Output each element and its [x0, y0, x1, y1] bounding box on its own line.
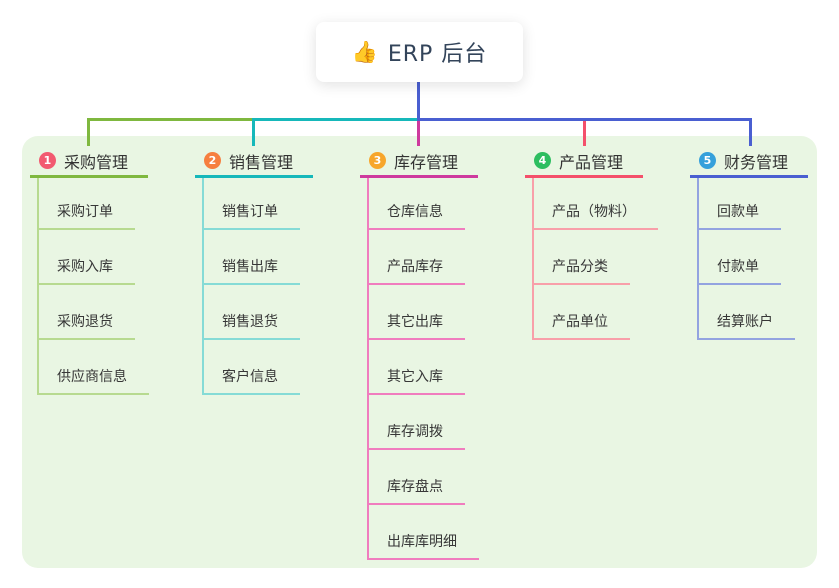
branch-label: 库存管理: [394, 152, 459, 172]
branch-number-badge: 5: [699, 152, 716, 169]
child-node[interactable]: 出库库明细: [367, 530, 479, 560]
branch4-trunk-line: [532, 177, 534, 338]
branch-number-badge: 4: [534, 152, 551, 169]
child-node[interactable]: 产品分类: [532, 255, 630, 285]
child-node[interactable]: 库存调拨: [367, 420, 465, 450]
child-node[interactable]: 库存盘点: [367, 475, 465, 505]
branch3-drop-line: [417, 121, 420, 146]
branch-number-badge: 3: [369, 152, 386, 169]
branch-node-finance[interactable]: 5 财务管理: [690, 146, 808, 178]
branch2-drop-line: [252, 118, 255, 146]
child-node[interactable]: 结算账户: [697, 310, 795, 340]
branch-label: 销售管理: [229, 152, 294, 172]
child-node[interactable]: 其它出库: [367, 310, 465, 340]
child-node[interactable]: 销售退货: [202, 310, 300, 340]
branch-label: 产品管理: [559, 152, 624, 172]
branch2-trunk-line: [202, 177, 204, 393]
branch-number-badge: 2: [204, 152, 221, 169]
child-node[interactable]: 采购入库: [37, 255, 135, 285]
child-node[interactable]: 采购订单: [37, 200, 135, 230]
branch-node-procurement[interactable]: 1 采购管理: [30, 146, 148, 178]
child-node[interactable]: 付款单: [697, 255, 781, 285]
branch-number-badge: 1: [39, 152, 56, 169]
branch5-trunk-line: [697, 177, 699, 338]
branch5-connector-line: [417, 118, 752, 121]
root-title: ERP 后台: [387, 42, 488, 67]
child-node[interactable]: 供应商信息: [37, 365, 149, 395]
branch2-connector-line: [252, 118, 420, 121]
branch1-trunk-line: [37, 177, 39, 393]
branch1-drop-line: [87, 118, 90, 146]
branch-label: 财务管理: [724, 152, 789, 172]
child-node[interactable]: 回款单: [697, 200, 781, 230]
branch-node-sales[interactable]: 2 销售管理: [195, 146, 313, 178]
root-node[interactable]: 👍 ERP 后台: [316, 22, 523, 82]
child-node[interactable]: 客户信息: [202, 365, 300, 395]
branch5-drop-line: [749, 118, 752, 146]
child-node[interactable]: 其它入库: [367, 365, 465, 395]
child-node[interactable]: 产品单位: [532, 310, 630, 340]
branch1-connector-line: [87, 118, 254, 121]
child-node[interactable]: 销售订单: [202, 200, 300, 230]
branch3-trunk-line: [367, 177, 369, 558]
branch-node-inventory[interactable]: 3 库存管理: [360, 146, 478, 178]
child-node[interactable]: 产品（物料）: [532, 200, 658, 230]
child-node[interactable]: 销售出库: [202, 255, 300, 285]
branch4-drop-line: [583, 121, 586, 146]
map-background-panel: [22, 136, 817, 568]
child-node[interactable]: 产品库存: [367, 255, 465, 285]
child-node[interactable]: 仓库信息: [367, 200, 465, 230]
branch-node-product[interactable]: 4 产品管理: [525, 146, 643, 178]
root-connector-line: [417, 82, 420, 121]
branch-label: 采购管理: [64, 152, 129, 172]
thumbs-up-icon: 👍: [351, 39, 378, 64]
child-node[interactable]: 采购退货: [37, 310, 135, 340]
